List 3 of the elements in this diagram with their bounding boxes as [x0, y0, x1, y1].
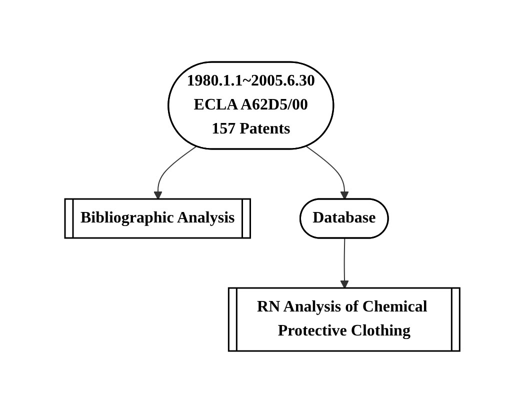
arrow: [340, 238, 350, 288]
arrow: [154, 145, 197, 200]
arrow: [306, 145, 350, 200]
